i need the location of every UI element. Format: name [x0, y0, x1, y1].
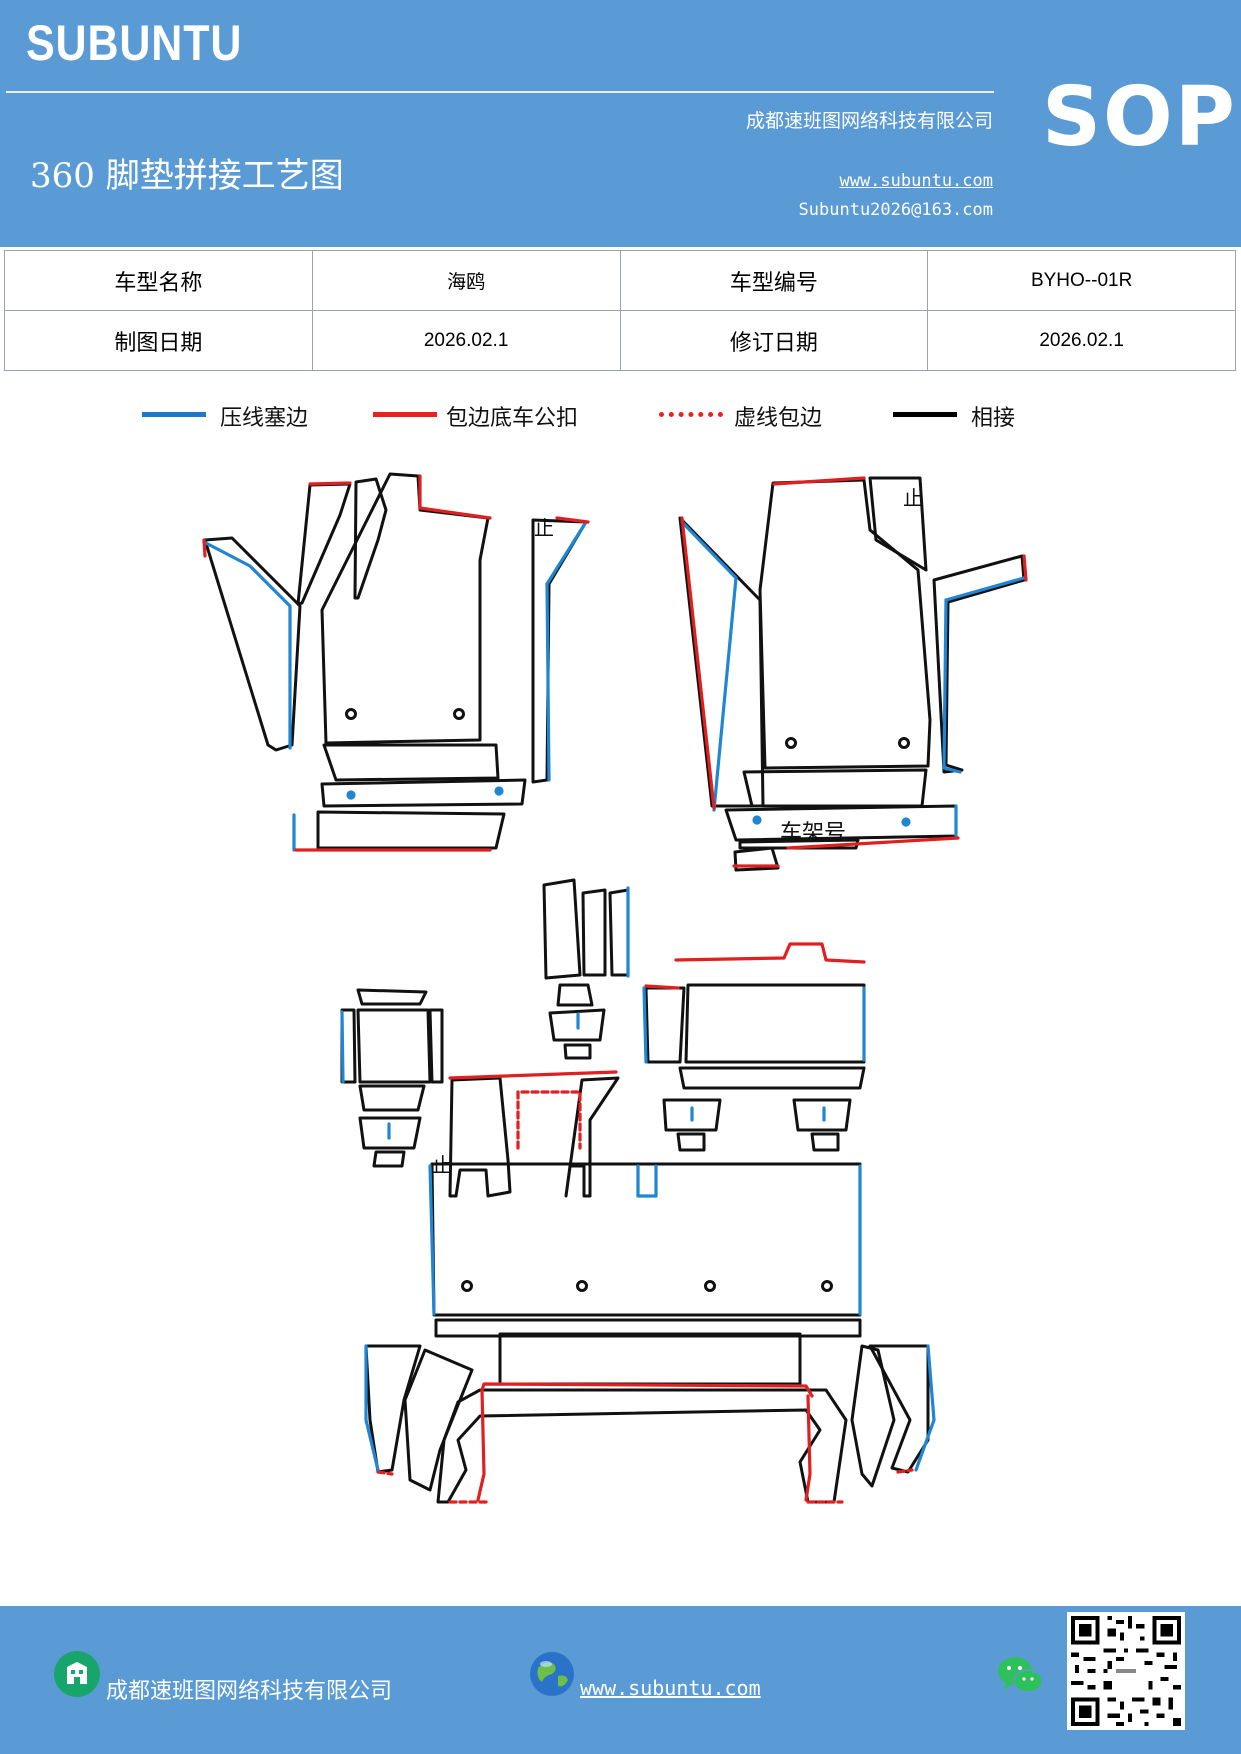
draw-date-value: 2026.02.1	[311, 310, 621, 371]
blue-edges	[202, 520, 1026, 1472]
stop-marker: 止	[903, 486, 923, 510]
passenger-heel-pad	[742, 768, 928, 808]
legend-label-joined: 相接	[971, 406, 1016, 431]
red-dashed-edges	[376, 1090, 914, 1504]
rear-right-top-pad	[684, 983, 866, 1064]
rear-right-bowtie-pad	[662, 1098, 722, 1132]
model-code-value: BYHO--01R	[927, 250, 1236, 311]
header-email[interactable]: Subuntu2026@163.com	[798, 200, 993, 220]
table-row: 车型名称 海鸥 车型编号 BYHO--01R	[4, 250, 1236, 311]
stop-marker: 止	[534, 516, 554, 540]
floor-mat-diagram: 止 止 止 车架号	[202, 472, 1028, 1504]
header-banner: SUBUNTU 成都速班图网络科技有限公司 360 脚垫拼接工艺图 www.su…	[0, 0, 1241, 247]
passenger-main-mat	[758, 478, 932, 770]
footer-company: 成都速班图网络科技有限公司	[106, 1679, 393, 1704]
legend-label-press-line: 压线塞边	[220, 406, 309, 431]
info-table: 车型名称 海鸥 车型编号 BYHO--01R 制图日期 2026.02.1 修订…	[4, 250, 1236, 371]
header-company: 成都速班图网络科技有限公司	[745, 110, 993, 132]
console-strip	[542, 878, 582, 980]
rear-trunk-mat	[436, 1388, 848, 1504]
brand-logo: SUBUNTU	[26, 15, 243, 71]
rear-left-wheel-arch	[403, 1348, 474, 1492]
console-strip	[608, 888, 630, 977]
driver-right-strip	[531, 518, 588, 784]
driver-sill	[320, 778, 527, 808]
rear-left-square-pad	[356, 1008, 432, 1084]
revise-date-label: 修订日期	[619, 310, 929, 371]
rear-left-side-strip	[428, 1008, 444, 1084]
model-name-value: 海鸥	[311, 250, 621, 311]
globe-icon	[530, 1652, 574, 1696]
rear-fastener-hole	[821, 1280, 833, 1292]
driver-fastener-hole	[453, 708, 465, 720]
rear-tunnel-left	[448, 1076, 512, 1198]
passenger-small-pad	[733, 846, 780, 872]
console-strip	[581, 888, 607, 977]
footer-website-link[interactable]: www.subuntu.com	[580, 1676, 761, 1700]
document-title: 360 脚垫拼接工艺图	[30, 156, 344, 196]
model-code-label: 车型编号	[619, 250, 929, 311]
driver-mat-group	[203, 472, 588, 850]
driver-front-strip	[316, 810, 506, 850]
rear-right-bowtie-pad	[792, 1098, 852, 1132]
driver-left-strip-2	[353, 477, 388, 600]
rear-right-side-pad	[644, 986, 686, 1064]
rear-seat-strip	[434, 1318, 862, 1338]
driver-left-strip	[296, 482, 352, 606]
driver-left-panel	[203, 536, 302, 752]
rear-left-small-pad	[372, 1150, 406, 1168]
rear-right-small-pad	[810, 1132, 840, 1152]
rear-fastener-hole	[704, 1280, 716, 1292]
legend-swatch-black	[893, 412, 957, 417]
rear-left-wheel-arch-outer	[364, 1344, 422, 1474]
driver-heel-pad	[322, 743, 500, 782]
legend-label-edge-buckle: 包边底车公扣	[446, 406, 579, 431]
console-small-pad	[556, 983, 594, 1007]
wechat-icon[interactable]	[996, 1654, 1044, 1698]
console-small-pad	[563, 1043, 592, 1060]
table-row: 制图日期 2026.02.1 修订日期 2026.02.1	[4, 310, 1236, 371]
console-bowtie-pad	[548, 1008, 606, 1042]
header-website-link[interactable]: www.subuntu.com	[839, 171, 993, 191]
draw-date-label: 制图日期	[4, 310, 313, 371]
footer-banner: 成都速班图网络科技有限公司 www.subuntu.com	[0, 1606, 1241, 1754]
header-divider	[6, 91, 994, 93]
model-name-label: 车型名称	[4, 250, 313, 311]
passenger-fastener-hole	[898, 737, 910, 749]
revise-date-value: 2026.02.1	[927, 310, 1236, 371]
rear-right-small-pad	[676, 1132, 706, 1152]
rear-right-wheel-arch-outer	[868, 1344, 930, 1474]
legend: 压线塞边 包边底车公扣 虚线包边 相接	[0, 396, 1241, 440]
rear-fastener-hole	[576, 1280, 588, 1292]
red-edges	[202, 474, 1028, 1502]
legend-swatch-red	[373, 412, 437, 417]
passenger-right-panel	[932, 554, 1026, 774]
passenger-vin-strip	[738, 838, 860, 850]
legend-swatch-red-dashed	[659, 412, 723, 417]
passenger-top-strip	[868, 476, 928, 572]
rear-left-bowtie-pad	[358, 1116, 422, 1150]
sop-badge: SOP	[1042, 70, 1237, 165]
vin-marker: 车架号	[780, 821, 846, 846]
legend-label-dashed-edge: 虚线包边	[734, 406, 823, 431]
stop-marker: 止	[432, 1153, 452, 1177]
qr-code	[1067, 1612, 1185, 1730]
passenger-mat-group	[678, 476, 1026, 872]
rear-trunk-center	[498, 1332, 802, 1386]
qr-code-pattern	[1071, 1616, 1181, 1726]
rear-main-mat	[430, 1162, 862, 1317]
driver-fastener-hole	[345, 708, 357, 720]
legend-swatch-blue	[142, 412, 206, 417]
rear-left-mid-pad	[358, 1084, 426, 1112]
passenger-fastener-hole	[785, 737, 797, 749]
rear-tunnel-center	[564, 1076, 620, 1198]
rear-right-wheel-arch	[850, 1344, 896, 1488]
rear-left-top-strip	[356, 988, 428, 1006]
rear-right-tunnel-strip	[678, 1066, 866, 1090]
rear-fastener-hole	[461, 1280, 473, 1292]
building-icon	[54, 1651, 100, 1697]
